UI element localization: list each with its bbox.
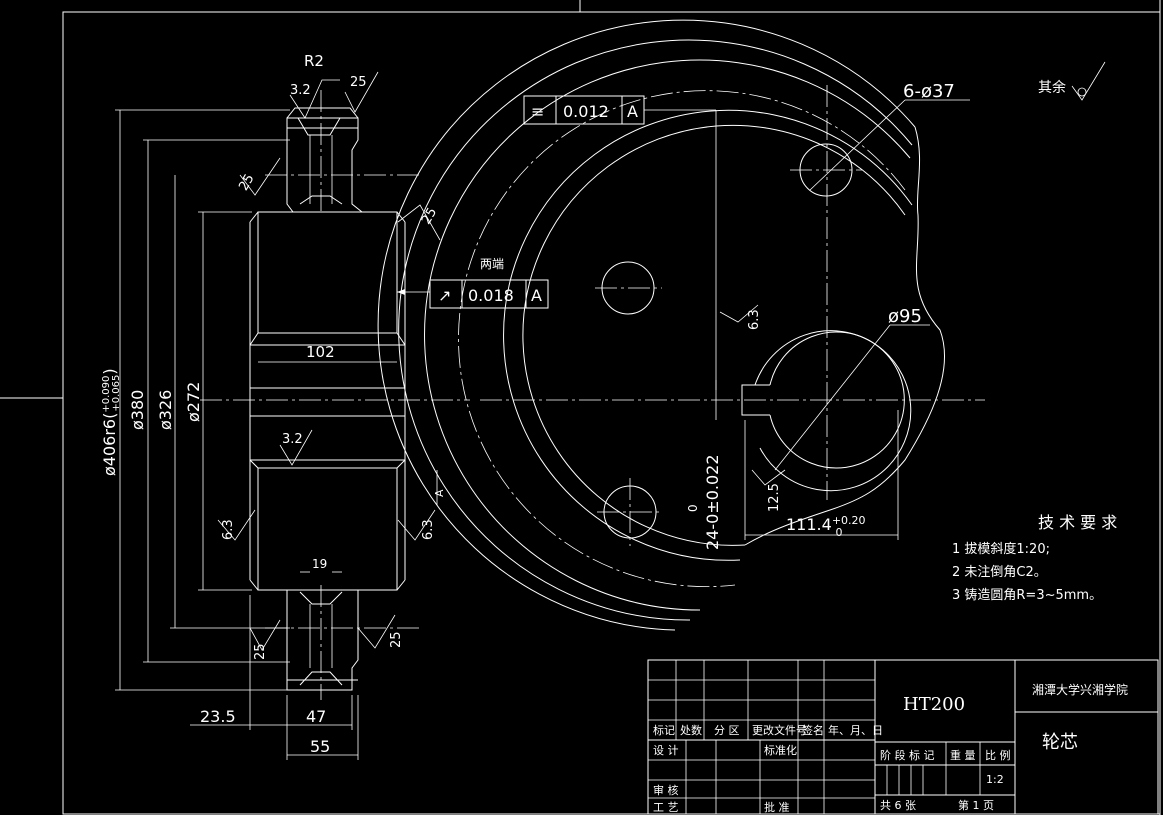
bore-d95-label: ø95 [888,306,922,327]
key-width-low: 0 [686,504,700,512]
ra-left-chamfer: 25 [236,172,257,194]
width-23-5: 23.5 [200,707,236,726]
school-name: 湘潭大学兴湘学院 [1032,682,1128,697]
material-label: HT200 [903,694,965,715]
symmetry-datum: A [627,102,638,121]
tech-item-2: 2 未注倒角C2。 [952,565,1047,580]
tech-title: 技 术 要 求 [1038,513,1117,532]
ra-bore: 3.2 [282,432,303,447]
ra-right-63: 6.3 [421,519,436,540]
tb-approve: 批 准 [764,800,790,814]
runout-tolerance-frame: 两端 ↗ 0.018 A [429,257,549,309]
key-width-label: 24-0±0.022 [703,454,722,550]
tb-header-4: 签名 [802,723,824,737]
d406-label: ø406r6(+0.090+0.065) [100,368,122,476]
runout-datum: A [531,286,542,305]
tb-header-3: 更改文件号 [752,723,807,737]
d380-label: ø380 [128,390,147,430]
ra-bot-left: 25 [253,643,268,660]
tb-header-2: 分 区 [714,724,740,737]
tb-design: 设 计 [653,744,679,757]
tech-item-1: 1 拔模斜度1:20; [952,541,1050,557]
tb-header-1: 处数 [680,724,702,737]
width-47: 47 [306,707,326,726]
scale-value: 1:2 [986,773,1004,786]
tech-requirements: 技 术 要 求 1 拔模斜度1:20; 2 未注倒角C2。 3 铸造圆角R=3~… [952,513,1117,603]
tb-stage-header: 阶 段 标 记 [880,748,935,762]
width-55: 55 [310,737,330,756]
tb-header-0: 标记 [653,723,675,737]
sheet-page: 第 1 页 [958,798,994,812]
front-view [377,19,985,631]
tb-weight-header: 重 量 [950,748,976,762]
bore-length: 102 [306,343,335,361]
symmetry-value: 0.012 [563,102,609,121]
ra-top-right: 25 [350,75,367,90]
tb-review: 审 核 [653,783,679,797]
sheet-total: 共 6 张 [880,799,916,812]
ra-top-left: 3.2 [290,83,311,98]
ra-bot-right: 25 [389,631,404,648]
symmetry-symbol: ≡ [531,102,544,121]
part-name: 轮芯 [1042,732,1078,753]
runout-value: 0.018 [468,286,514,305]
holes-label: 6-ø37 [903,81,955,102]
section-view: A [115,71,470,760]
default-roughness: 其余 [1038,61,1106,101]
ra-bore2-label: 12.5 [767,483,782,512]
runout-label: 两端 [480,257,504,271]
datum-a-label: A [433,489,446,497]
tech-item-3: 3 铸造圆角R=3~5mm。 [952,587,1102,603]
tb-craft: 工 艺 [653,801,679,814]
d326-label: ø326 [156,390,175,430]
roughness-default-label: 其余 [1038,79,1066,96]
tb-standard: 标准化 [764,743,797,757]
tb-header-5: 年、月、日 [828,723,883,737]
tb-scale-header: 比 例 [985,748,1011,762]
groove-width: 19 [312,557,327,571]
section-view-labels: R2 3.2 25 25 25 102 3.2 ø406r6(+0.090+0.… [100,52,440,756]
r2-label: R2 [304,52,324,70]
d272-label: ø272 [184,382,203,422]
title-block: 标记 处数 分 区 更改文件号 签名 年、月、日 设 计 标准化 审 核 工 艺… [647,659,1159,815]
ra-left-63: 6.3 [221,519,236,540]
front-view-labels: 6-ø37 ø95 6.3 12.5 24-0±0.022 0 111.4+0.… [686,81,955,550]
ra-key-label: 6.3 [747,309,762,330]
runout-symbol: ↗ [438,286,451,305]
symmetry-tolerance-frame: ≡ 0.012 A [523,95,717,390]
